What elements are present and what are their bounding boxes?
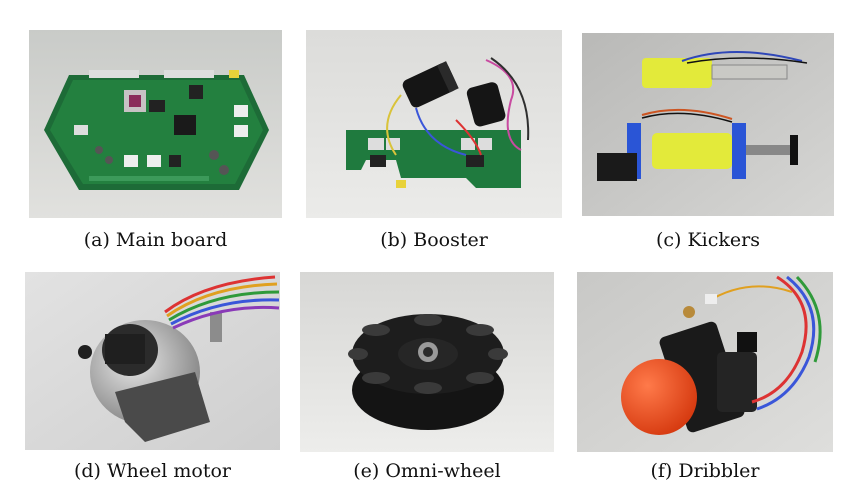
omni-wheel-photo xyxy=(300,272,554,452)
kickers-photo xyxy=(582,33,834,216)
caption-dribbler: (f) Dribbler xyxy=(650,460,760,482)
caption-booster: (b) Booster xyxy=(380,229,488,251)
booster-photo xyxy=(306,30,562,218)
caption-omni-wheel: (e) Omni-wheel xyxy=(353,460,501,482)
caption-wheel-motor: (d) Wheel motor xyxy=(73,460,231,482)
main-board-photo xyxy=(29,30,282,218)
dribbler-photo xyxy=(577,272,833,452)
wheel-motor-photo xyxy=(25,272,280,450)
caption-main-board: (a) Main board xyxy=(83,229,228,251)
caption-kickers: (c) Kickers xyxy=(655,229,760,251)
